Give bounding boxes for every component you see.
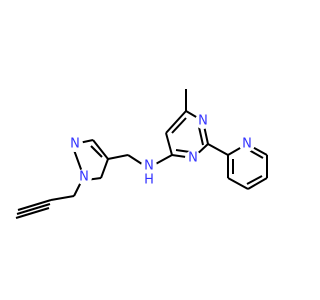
pyridine-n: N xyxy=(242,137,252,152)
bond-alkyne-1 xyxy=(17,199,52,211)
bond-alkyne-3 xyxy=(15,207,50,219)
bond-py-c5-c4 xyxy=(247,177,268,190)
bond-layer xyxy=(15,89,268,219)
bond-pz-c5-c4 xyxy=(100,158,109,179)
mask-n-pyrazole-1 xyxy=(76,169,92,185)
bond-py-c4-c3 xyxy=(227,177,249,190)
bond-pz-c4-c3-inner xyxy=(90,145,103,158)
mask-n-pyrimidine-3 xyxy=(185,150,201,166)
bond-py-n-c6-inner xyxy=(248,149,264,159)
mask-n-pyrazole-2 xyxy=(67,136,83,152)
pyrimidine-n-bottom: N xyxy=(188,151,198,166)
bond-n3-c4-inner xyxy=(175,149,191,153)
bond-c5-c6-inner xyxy=(171,117,187,134)
pyrimidine-n-top: N xyxy=(198,114,208,129)
bond-alkyne-2 xyxy=(16,203,51,215)
mask-n-pyridine xyxy=(239,136,255,152)
bond-pz-c4-c3 xyxy=(92,139,109,160)
mask-n-amine xyxy=(141,158,157,174)
molecule-structure: N N N N H N N xyxy=(15,89,268,219)
bond-c5-c6 xyxy=(165,110,187,134)
bond-ch2-pyrazole xyxy=(107,154,129,160)
bond-c4-c5 xyxy=(165,132,173,156)
bond-c2-pyridyl xyxy=(207,143,229,156)
bond-ch2-alkyne xyxy=(50,195,75,201)
bond-py-c5-c4-inner xyxy=(246,175,263,185)
mask-n-pyrimidine-1 xyxy=(195,113,211,129)
amine-n: N xyxy=(144,159,154,174)
bond-n1-c2-inner xyxy=(198,126,204,146)
bond-pz-n2-n1 xyxy=(73,149,83,173)
amine-h: H xyxy=(144,173,154,188)
atom-label-layer: N N N N H N N xyxy=(67,113,255,188)
pyrazole-n-bottom: N xyxy=(79,170,89,185)
pyrazole-n-top: N xyxy=(70,137,80,152)
structure-canvas: N N N N H N N xyxy=(15,89,268,219)
